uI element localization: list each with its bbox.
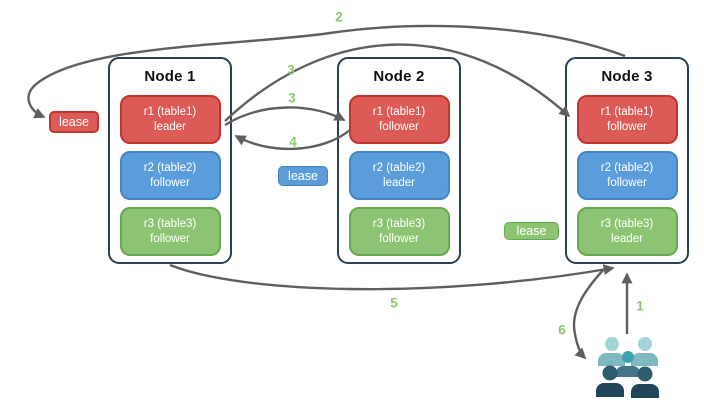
replica-role: follower	[607, 176, 647, 189]
arrow-step-3-to-node2	[224, 106, 346, 127]
node-3: Node 3 r1 (table1) follower r2 (table2) …	[565, 57, 689, 264]
step-label-1: 1	[636, 298, 644, 314]
replica-name: r3 (table3)	[143, 217, 197, 230]
arrow-step-5	[169, 263, 615, 291]
node-3-replica-r1: r1 (table1) follower	[576, 95, 678, 144]
lease-badge-r1: lease	[49, 111, 99, 133]
replica-name: r2 (table2)	[143, 161, 197, 174]
lease-badge-r2: lease	[278, 166, 328, 186]
replica-role: follower	[379, 120, 419, 133]
replica-role: leader	[383, 176, 415, 189]
replica-role: follower	[150, 232, 190, 245]
replica-role: leader	[154, 120, 186, 133]
node-2: Node 2 r1 (table1) follower r2 (table2) …	[337, 57, 461, 264]
replica-name: r2 (table2)	[372, 161, 426, 174]
replica-name: r1 (table1)	[600, 105, 654, 118]
node-2-replica-r3: r3 (table3) follower	[348, 207, 450, 256]
replica-name: r3 (table3)	[372, 217, 426, 230]
person-icon	[598, 337, 625, 366]
step-label-3b: 3	[288, 90, 296, 106]
replica-role: follower	[150, 176, 190, 189]
step-label-2: 2	[335, 9, 343, 25]
node-1-title: Node 1	[144, 68, 196, 85]
node-1-replica-r2: r2 (table2) follower	[119, 151, 221, 200]
node-3-title: Node 3	[601, 68, 653, 85]
person-icon	[616, 351, 640, 377]
node-1-replica-r3: r3 (table3) follower	[119, 207, 221, 256]
node-2-replica-r1: r1 (table1) follower	[348, 95, 450, 144]
replica-role: follower	[607, 120, 647, 133]
node-3-replica-r2: r2 (table2) follower	[576, 151, 678, 200]
replica-name: r1 (table1)	[143, 105, 197, 118]
replica-name: r2 (table2)	[600, 161, 654, 174]
node-1-replica-r1: r1 (table1) leader	[119, 95, 221, 144]
step-label-4: 4	[289, 134, 297, 150]
person-icon	[631, 366, 659, 398]
node-2-title: Node 2	[373, 68, 425, 85]
replica-role: leader	[611, 232, 643, 245]
node-3-replica-r3: r3 (table3) leader	[576, 207, 678, 256]
person-icon	[596, 365, 624, 397]
step-label-6: 6	[558, 322, 566, 338]
arrow-step-6-response	[572, 265, 608, 360]
replica-role: follower	[379, 232, 419, 245]
lease-badge-r3: lease	[504, 222, 559, 240]
node-2-replica-r2: r2 (table2) leader	[348, 151, 450, 200]
step-label-5: 5	[390, 295, 398, 311]
node-1: Node 1 r1 (table1) leader r2 (table2) fo…	[108, 57, 232, 264]
users-icon	[596, 337, 659, 398]
replica-name: r3 (table3)	[600, 217, 654, 230]
replica-name: r1 (table1)	[372, 105, 426, 118]
person-icon	[631, 337, 658, 366]
step-label-3a: 3	[287, 62, 295, 78]
